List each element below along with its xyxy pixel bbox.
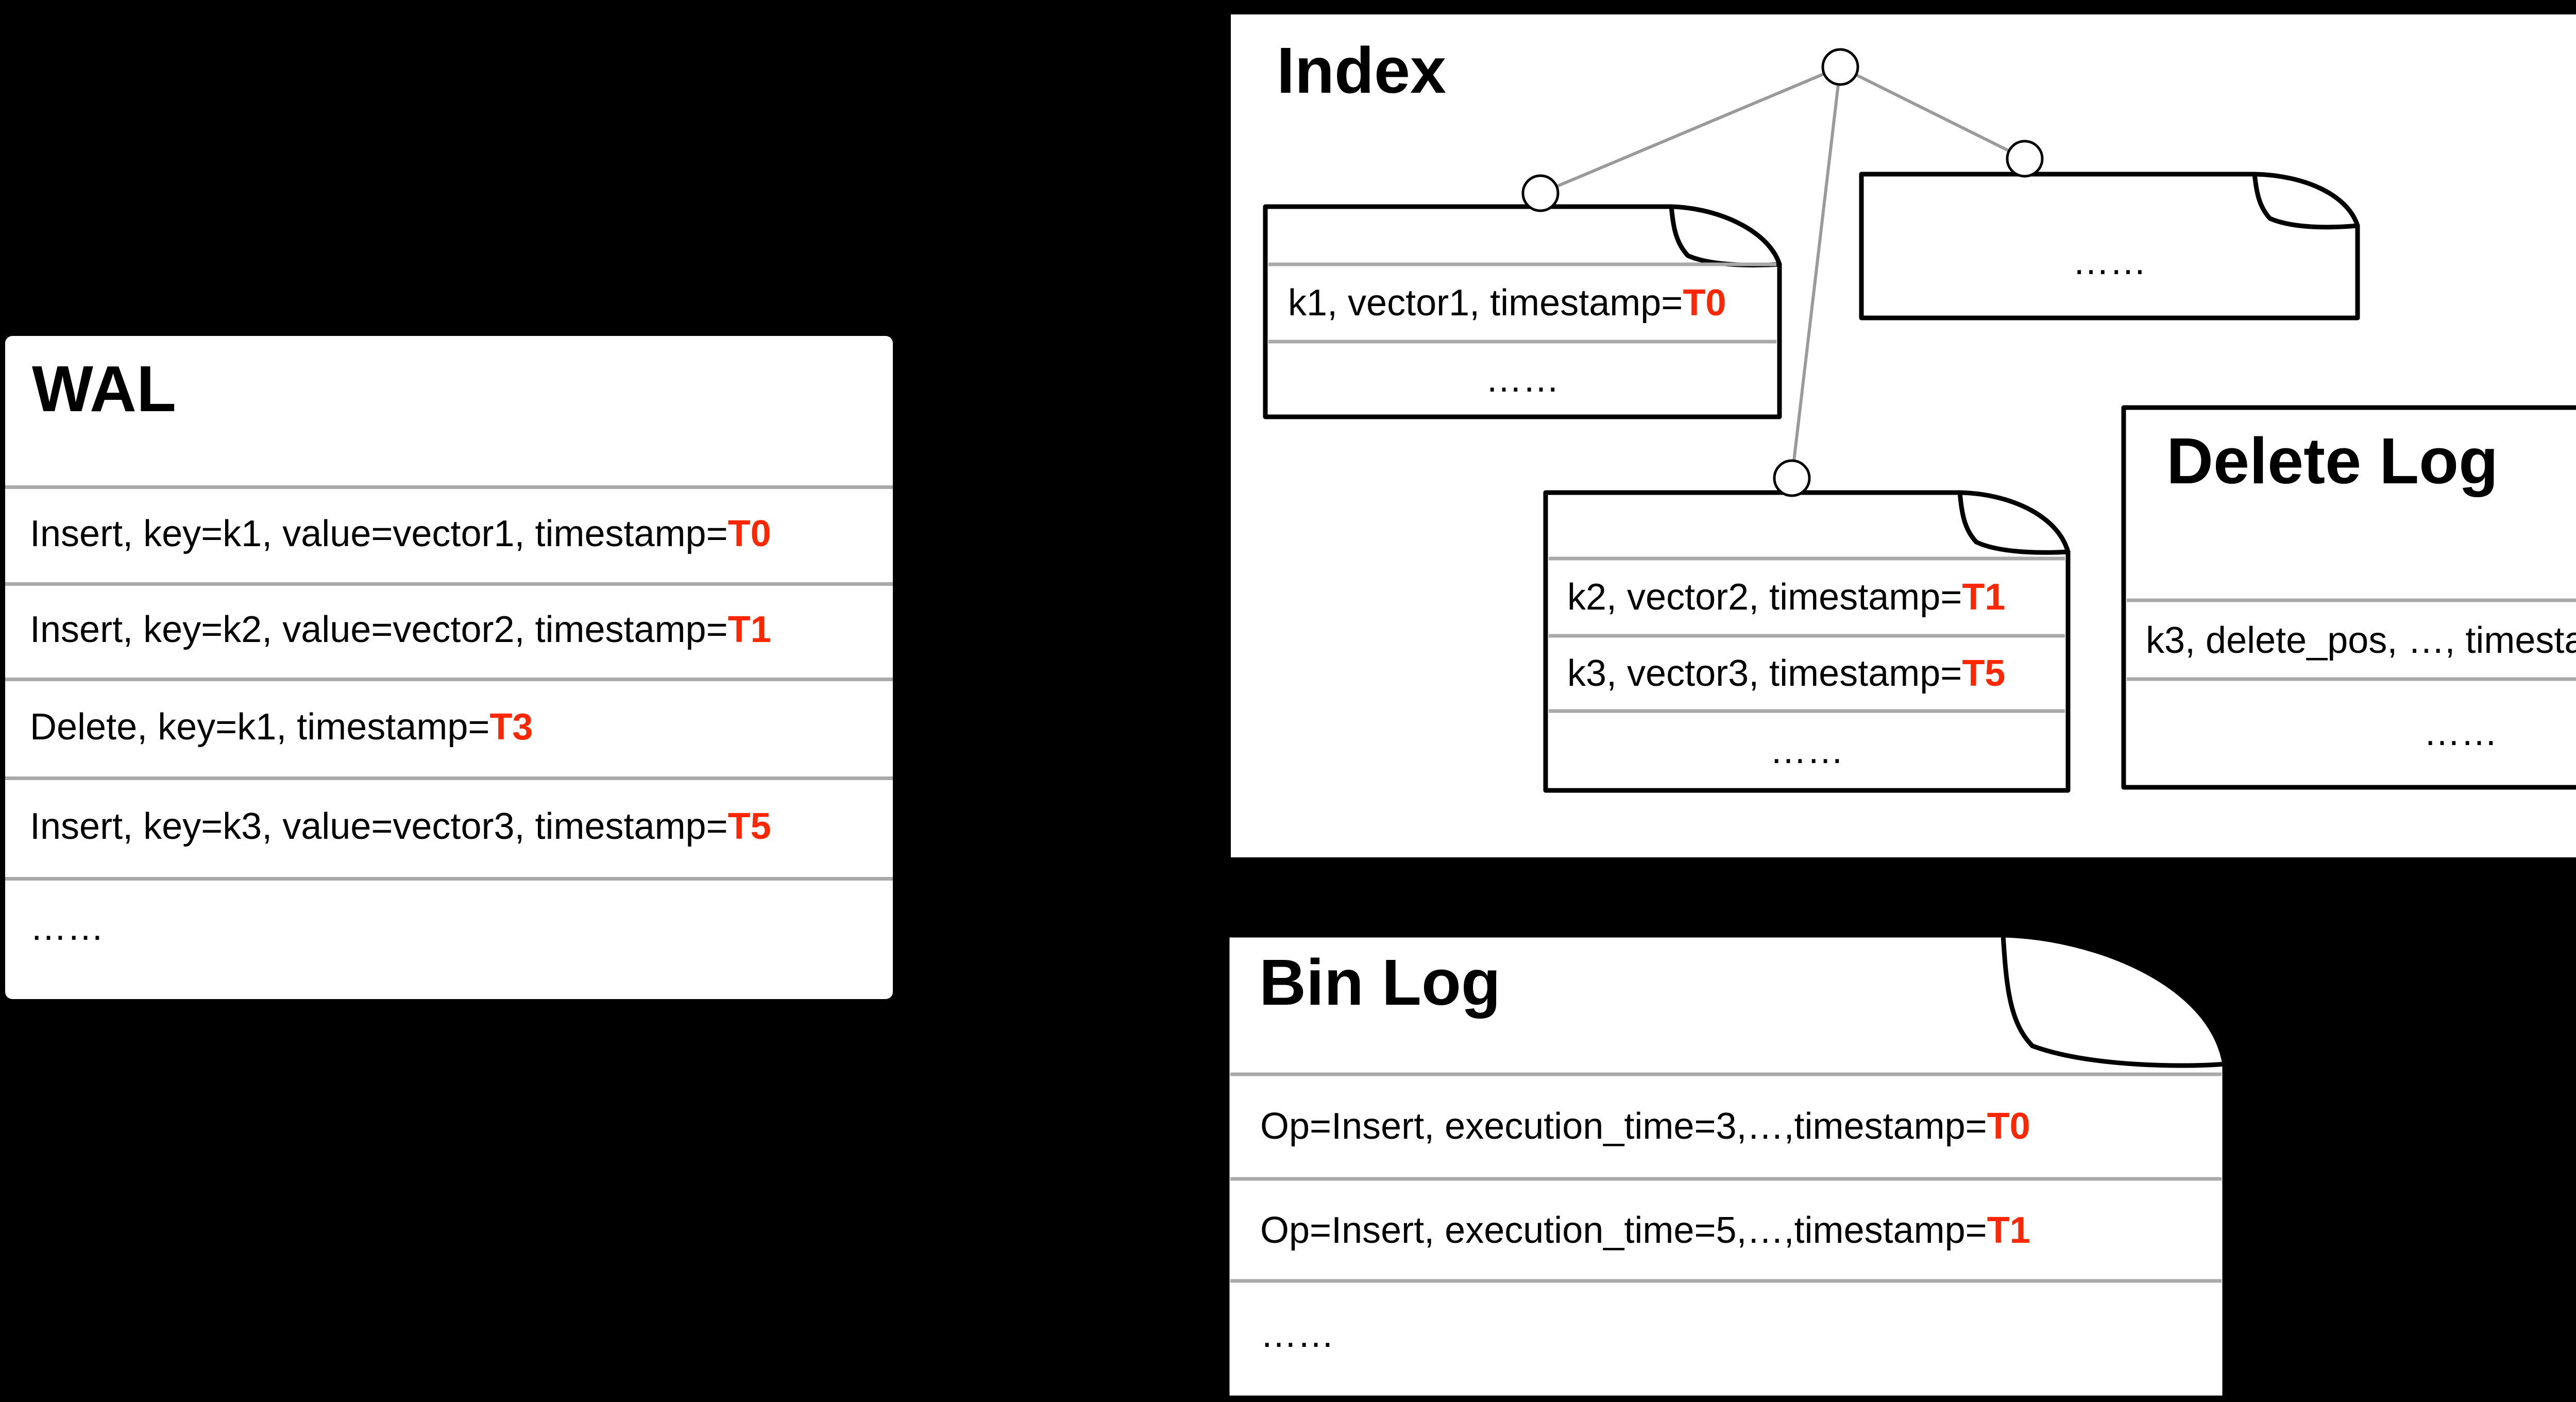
segment-row-text: k3, vector3, timestamp= bbox=[1567, 653, 1962, 694]
timestamp-value: T1 bbox=[727, 609, 771, 650]
segment-file-row: k1, vector1, timestamp=T0 bbox=[1288, 280, 1772, 326]
separator bbox=[5, 877, 893, 881]
wal-row: …… bbox=[30, 904, 865, 951]
timestamp-value: T3 bbox=[489, 706, 533, 748]
segment-row-text: k2, vector2, timestamp= bbox=[1567, 577, 1962, 618]
bin-log-row-text: Op=Insert, execution_time=5,…,timestamp= bbox=[1260, 1210, 1987, 1251]
bin-log-row: Op=Insert, execution_time=5,…,timestamp=… bbox=[1260, 1207, 2188, 1254]
timestamp-value: T0 bbox=[1683, 282, 1726, 324]
segment-file-row: k2, vector2, timestamp=T1 bbox=[1567, 574, 2062, 620]
wal-row: Insert, key=k2, value=vector2, timestamp… bbox=[30, 606, 865, 653]
page-fold bbox=[2252, 172, 2360, 230]
wal-row-text: Insert, key=k1, value=vector1, timestamp… bbox=[30, 513, 728, 554]
wal-row-text: Insert, key=k2, value=vector2, timestamp… bbox=[30, 609, 728, 650]
separator bbox=[5, 776, 893, 780]
page-fold bbox=[2001, 933, 2227, 1068]
timestamp-value: T1 bbox=[1987, 1210, 2030, 1251]
segment-row-text: …… bbox=[2072, 241, 2147, 282]
bin-log-row-text: …… bbox=[1260, 1314, 1334, 1355]
tree-edge bbox=[1790, 66, 1842, 479]
separator bbox=[5, 485, 893, 489]
segment-file-row: …… bbox=[1546, 728, 2068, 774]
separator bbox=[5, 678, 893, 681]
timestamp-value: T0 bbox=[1987, 1106, 2030, 1147]
page-fold bbox=[1957, 490, 2071, 555]
tree-node-middle bbox=[1773, 459, 1811, 497]
index-title: Index bbox=[1277, 34, 1447, 107]
delete-log-shape bbox=[2121, 405, 2576, 790]
bin-log-row: Op=Insert, execution_time=3,…,timestamp=… bbox=[1260, 1103, 2188, 1150]
timestamp-value: T5 bbox=[1962, 653, 2006, 694]
tree-node-right bbox=[2006, 140, 2044, 178]
wal-row: Delete, key=k1, timestamp=T3 bbox=[30, 704, 865, 750]
wal-row: Insert, key=k3, value=vector3, timestamp… bbox=[30, 803, 865, 850]
delete-log-row: …… bbox=[2124, 710, 2576, 756]
delete-log-row: k3, delete_pos, …, timestamp=T3 bbox=[2146, 617, 2576, 664]
delete-log-row-text: …… bbox=[2424, 712, 2498, 753]
timestamp-value: T5 bbox=[727, 806, 771, 847]
timestamp-value: T1 bbox=[1962, 577, 2006, 618]
tree-edge bbox=[1539, 65, 1841, 195]
wal-row-text: Insert, key=k3, value=vector3, timestamp… bbox=[30, 806, 728, 847]
wal-row: Insert, key=k1, value=vector1, timestamp… bbox=[30, 511, 865, 557]
separator bbox=[5, 582, 893, 586]
bin-log-row-text: Op=Insert, execution_time=3,…,timestamp= bbox=[1260, 1106, 1987, 1147]
delete-log-row-text: k3, delete_pos, …, timestamp= bbox=[2146, 620, 2576, 661]
timestamp-value: T0 bbox=[727, 513, 771, 554]
segment-file-row: k3, vector3, timestamp=T5 bbox=[1567, 650, 2062, 697]
segment-file-row: …… bbox=[1265, 356, 1780, 402]
tree-edge bbox=[1839, 65, 2026, 160]
bin-log-row: …… bbox=[1260, 1311, 2188, 1358]
segment-row-text: …… bbox=[1770, 730, 1844, 771]
wal-box bbox=[5, 336, 893, 999]
segment-file-row: …… bbox=[1861, 239, 2358, 285]
bin-log-title: Bin Log bbox=[1259, 946, 1501, 1019]
delete-log-title: Delete Log bbox=[2166, 425, 2499, 497]
wal-title: WAL bbox=[32, 352, 176, 425]
segment-row-text: k1, vector1, timestamp= bbox=[1288, 282, 1683, 324]
wal-row-text: Delete, key=k1, timestamp= bbox=[30, 706, 490, 748]
tree-node-left bbox=[1521, 174, 1560, 212]
segment-row-text: …… bbox=[1485, 359, 1560, 400]
tree-node-root bbox=[1821, 48, 1859, 86]
wal-row-text: …… bbox=[30, 907, 104, 948]
